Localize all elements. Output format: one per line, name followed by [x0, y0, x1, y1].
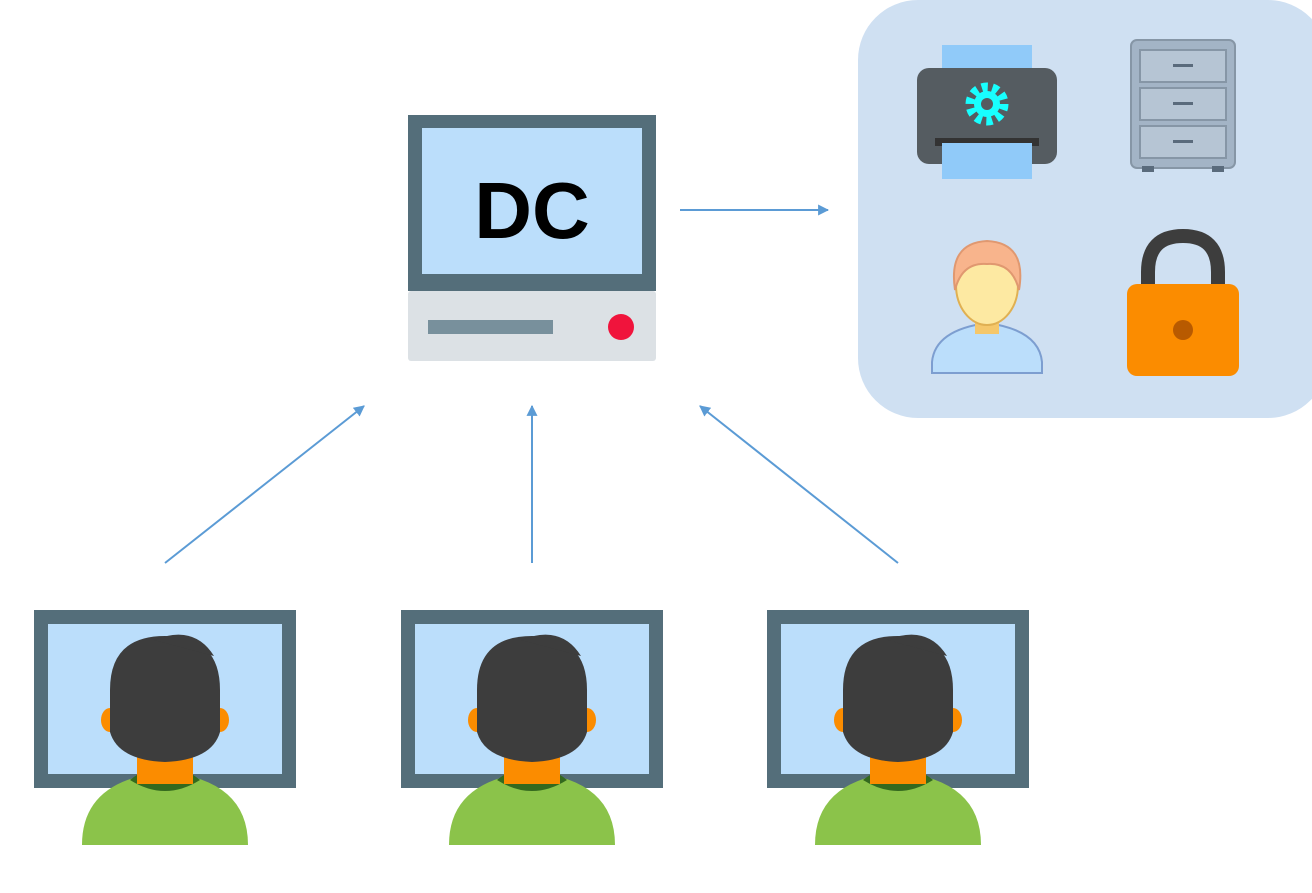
gear-icon	[965, 82, 1009, 126]
dc-drive-slot	[428, 320, 553, 334]
arrow-client-1-to-dc	[164, 405, 365, 564]
arrow-client-3-to-dc	[699, 405, 899, 564]
client-workstation-1	[34, 610, 296, 845]
resource-panel	[858, 0, 1312, 418]
dc-label: DC	[474, 166, 590, 255]
printer-icon	[917, 45, 1057, 179]
dc-power-led	[608, 314, 634, 340]
client-workstation-3	[767, 610, 1029, 845]
dc-monitor-screen	[422, 128, 642, 274]
user-silhouette-icon	[82, 634, 248, 845]
user-silhouette-icon	[449, 634, 615, 845]
resource-panel-background	[858, 0, 1312, 418]
dc-server: DC	[408, 115, 656, 361]
file-cabinet-icon	[1130, 39, 1236, 172]
user-icon	[931, 239, 1043, 374]
user-silhouette-icon	[815, 634, 981, 845]
lock-icon	[1127, 228, 1239, 376]
client-workstation-2	[401, 610, 663, 845]
